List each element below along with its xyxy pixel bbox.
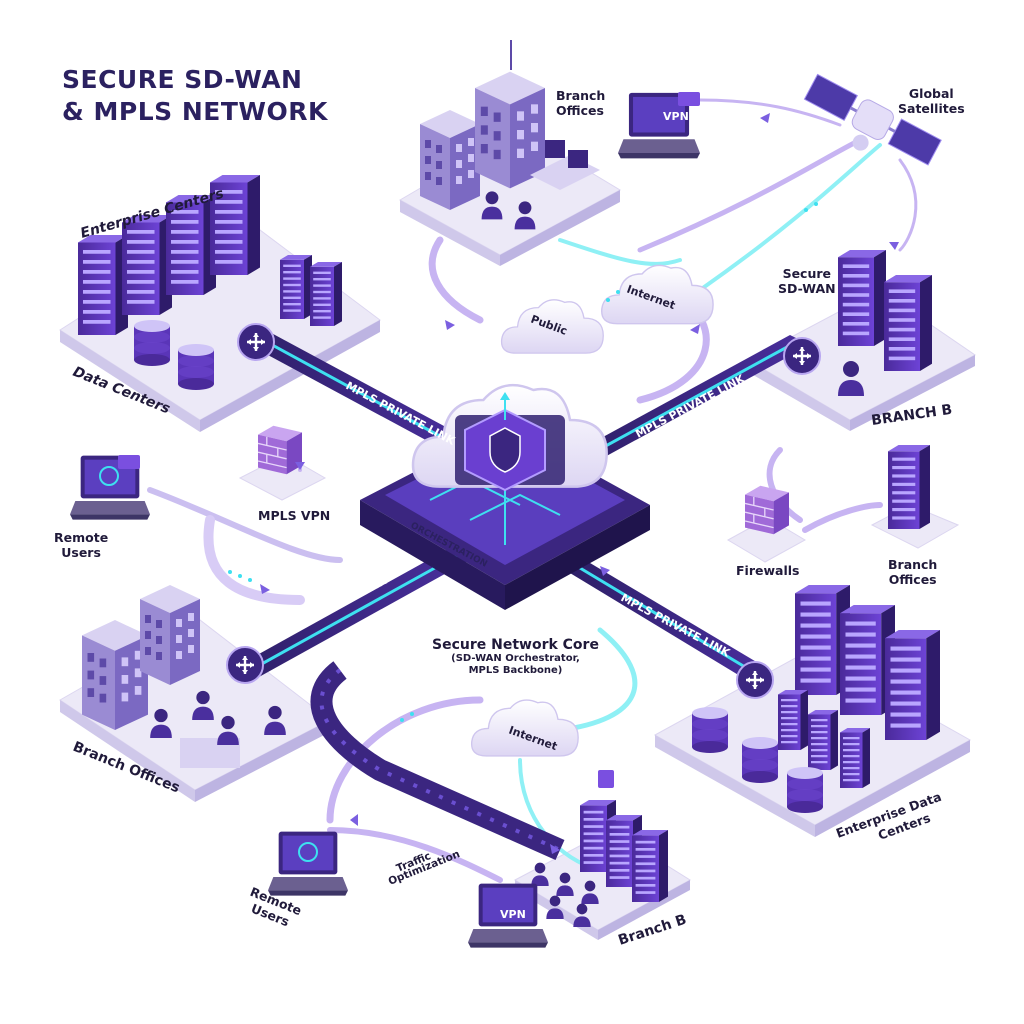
- globe-icon: [99, 466, 119, 486]
- server-rack-icon: [78, 235, 128, 335]
- label-line: Users: [61, 545, 101, 560]
- satellite: [803, 73, 942, 166]
- globe-icon: [298, 842, 318, 862]
- server-rack-icon: [840, 728, 870, 788]
- router-icon: [236, 322, 276, 362]
- database-icon: [742, 737, 778, 783]
- label-line: Secure: [782, 266, 832, 281]
- secure-network-core-label: Secure Network Core (SD-WAN Orchestrator…: [432, 637, 599, 677]
- server-rack-icon: [310, 262, 342, 326]
- secure-sdwan-label: Secure SD-WAN: [778, 266, 836, 296]
- vpn-badge-bottom: VPN: [500, 908, 526, 921]
- laptop-bottom-remote: [268, 831, 348, 896]
- satellite-icon: [851, 99, 894, 140]
- server-rack-icon: [778, 690, 808, 750]
- page-title: SECURE SD-WAN & MPLS NETWORK: [62, 64, 328, 128]
- label-line: Remote: [54, 530, 109, 545]
- building-icon: [140, 585, 200, 685]
- server-rack-icon: [838, 250, 886, 346]
- mpls-link-label-br: MPLS PRIVATE LINK: [619, 591, 733, 660]
- core-title: Secure Network Core: [432, 637, 599, 653]
- label-line: Global: [908, 86, 954, 101]
- branch-b-bottom-group: [531, 770, 668, 927]
- router-icon: [225, 645, 265, 685]
- label-line: Branch: [888, 557, 938, 572]
- label-line: Offices: [556, 103, 604, 118]
- mpls-pipes: [230, 328, 810, 861]
- router-icon: [735, 660, 775, 700]
- firewalls-label: Firewalls: [736, 563, 800, 578]
- mpls-link-label-tl: MPLS PRIVATE LINK: [344, 379, 458, 448]
- branch-offices-top-group: [420, 40, 600, 230]
- firewall-icon: [745, 485, 789, 535]
- branch-offices-top-label: Branch Offices: [556, 88, 605, 118]
- server-rack-icon: [280, 255, 312, 319]
- server-rack-icon: [888, 445, 930, 529]
- shield-icon: [489, 427, 521, 473]
- remote-users-left-label: Remote Users: [54, 530, 108, 560]
- laptop-icon: [268, 831, 348, 896]
- server-rack-icon: [808, 710, 838, 770]
- title-line-2: & MPLS NETWORK: [62, 97, 328, 126]
- arrow-markers: [260, 113, 899, 854]
- database-icon: [134, 320, 170, 366]
- database-icon: [787, 767, 823, 813]
- database-icon: [178, 344, 214, 390]
- server-rack-icon: [632, 830, 668, 902]
- label-line: Branch: [556, 88, 606, 103]
- core-sub-2: MPLS Backbone): [468, 665, 563, 676]
- server-rack-icon: [884, 275, 932, 371]
- core-sub-1: (SD-WAN Orchestrator,: [451, 653, 580, 664]
- title-line-1: SECURE SD-WAN: [62, 65, 303, 94]
- global-satellites-label: Global Satellites: [898, 86, 965, 116]
- flow-dots: [228, 202, 818, 722]
- firewall-icon: [258, 425, 302, 475]
- network-core: [360, 383, 650, 610]
- building-icon: [475, 71, 545, 189]
- building-icon: [420, 110, 480, 210]
- label-line: Satellites: [898, 101, 965, 116]
- label-line: SD-WAN: [778, 281, 836, 296]
- label-line: Offices: [888, 572, 937, 587]
- server-rack-icon: [122, 215, 172, 315]
- branch-offices-bottom-group: [82, 585, 286, 768]
- vpn-laptop-left: [70, 455, 150, 520]
- building-icon: [82, 620, 148, 730]
- mpls-link-label-tr: MPLS PRIVATE LINK: [633, 372, 747, 441]
- router-icon: [782, 336, 822, 376]
- branch-offices-right-label: Branch Offices: [888, 557, 937, 587]
- vpn-laptop-top: [618, 92, 700, 159]
- mpls-vpn-label: MPLS VPN: [258, 508, 331, 523]
- server-rack-icon: [885, 630, 940, 740]
- database-icon: [692, 707, 728, 753]
- vpn-badge-top: VPN: [663, 110, 689, 123]
